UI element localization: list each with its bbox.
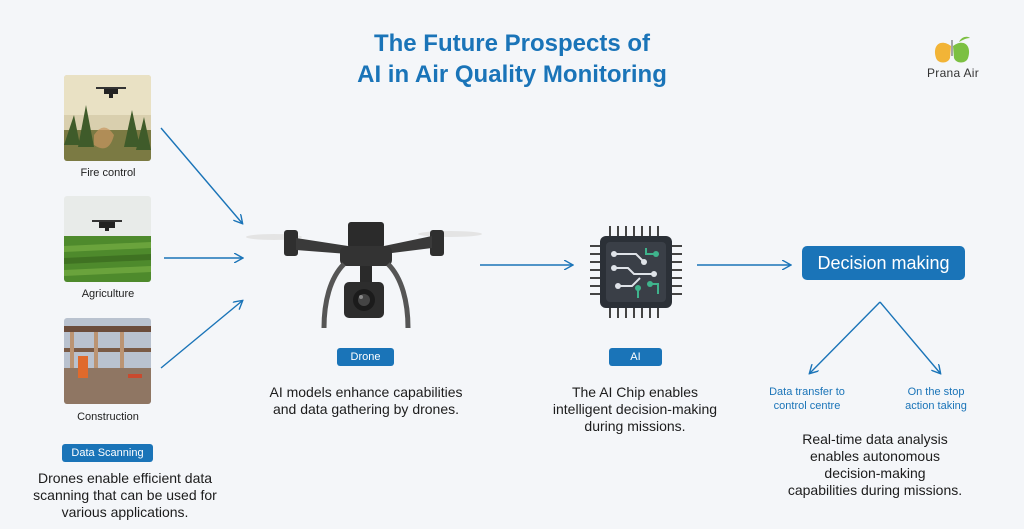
decision-desc-line: enables autonomous <box>810 448 940 464</box>
agriculture-label: Agriculture <box>81 288 135 300</box>
drone-desc-line: and data gathering by drones. <box>272 401 460 417</box>
ai-chip-icon <box>590 226 682 318</box>
data-scanning-tag: Data Scanning <box>62 444 153 462</box>
data-scanning-description: Drones enable efficient data scanning th… <box>14 470 236 521</box>
ai-desc-line: intelligent decision-making <box>552 401 718 417</box>
arrow-decision-to-transfer <box>810 301 881 373</box>
data-scanning-desc-line: Drones enable efficient data <box>37 470 213 486</box>
title-line-2: AI in Air Quality Monitoring <box>357 61 667 88</box>
fire-control-photo <box>64 75 151 161</box>
data-scanning-desc-line: various applications. <box>61 504 189 520</box>
agri-drone-glyph <box>92 220 122 231</box>
decision-desc-line: Real-time data analysis <box>802 431 948 447</box>
decision-description: Real-time data analysis enables autonomo… <box>764 431 986 499</box>
decision-making-box: Decision making <box>802 246 965 280</box>
branch-action-line-2: action taking <box>905 400 967 412</box>
page-title: The Future Prospects of AI in Air Qualit… <box>312 28 712 90</box>
title-line-1: The Future Prospects of <box>373 30 651 57</box>
branch-data-transfer: Data transfer to control centre <box>748 385 866 413</box>
fire-control-label: Fire control <box>80 167 136 179</box>
quadcopter-drone-icon <box>246 222 482 329</box>
ai-desc-line: during missions. <box>584 418 686 434</box>
decision-desc-line: capabilities during missions. <box>787 482 963 498</box>
data-scanning-desc-line: scanning that can be used for <box>33 487 217 503</box>
arrow-decision-to-action <box>879 301 940 373</box>
branch-action-line-1: On the stop <box>907 386 965 398</box>
branch-data-transfer-line-2: control centre <box>773 400 841 412</box>
ai-tag: AI <box>609 348 662 366</box>
agriculture-photo <box>64 196 151 282</box>
construction-label: Construction <box>77 411 139 423</box>
branch-data-transfer-line-1: Data transfer to <box>769 386 845 398</box>
fire-drone-glyph <box>96 87 126 98</box>
arrow-fire-to-drone <box>160 127 242 223</box>
arrow-construction-to-drone <box>160 301 242 369</box>
construction-photo <box>64 318 151 404</box>
drone-description: AI models enhance capabilities and data … <box>255 384 477 418</box>
decision-desc-line: decision-making <box>824 465 926 481</box>
drone-desc-line: AI models enhance capabilities <box>269 384 463 400</box>
ai-description: The AI Chip enables intelligent decision… <box>524 384 746 435</box>
ai-desc-line: The AI Chip enables <box>571 384 699 400</box>
logo-text: Prana Air <box>926 66 980 80</box>
drone-tag: Drone <box>337 348 394 366</box>
lungs-leaf-icon <box>934 36 970 63</box>
branch-action-taking: On the stop action taking <box>886 385 986 413</box>
